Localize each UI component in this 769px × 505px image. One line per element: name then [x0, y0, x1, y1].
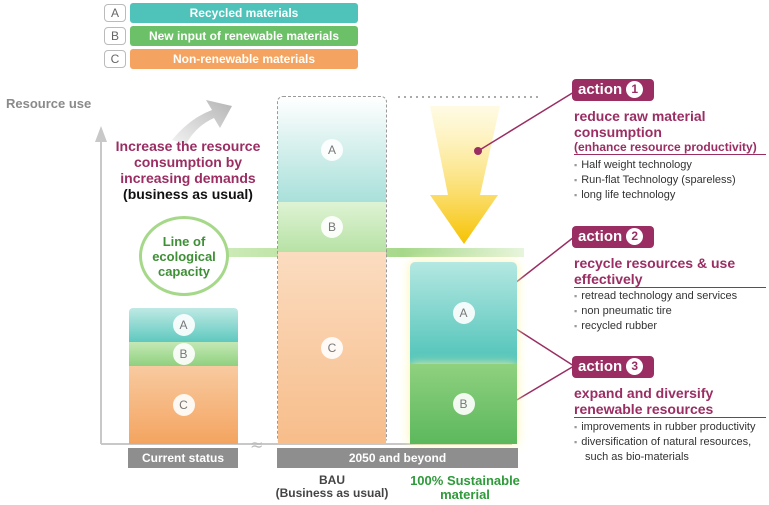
action-2-title: recycle resources & use effectively	[574, 255, 766, 288]
bar-current-badge-b: B	[172, 343, 195, 365]
bar-current-badge-a: A	[172, 314, 195, 336]
action-3-title: expand and diversify renewable resources	[574, 385, 766, 418]
action-2-word: action	[578, 228, 623, 245]
label-current-status: Current status	[128, 448, 238, 468]
action-3-bullet-2: diversification of natural resources,	[574, 435, 755, 450]
legend-renewable: New input of renewable materials	[130, 26, 358, 46]
action-2-title-line-2: effectively	[574, 271, 643, 287]
label-sustainable-line-2: material	[440, 487, 490, 502]
action-1-number: 1	[626, 81, 644, 98]
reduction-arrow-icon	[430, 106, 500, 244]
increase-line-4: (business as usual)	[123, 186, 253, 202]
bar-bau-segment-c: C	[278, 252, 386, 444]
action-2-bullets: retread technology and services non pneu…	[574, 289, 737, 334]
axis-label: Resource use	[6, 96, 92, 111]
bar-bau-segment-a: A	[278, 97, 386, 202]
label-bau-title: BAU	[319, 473, 345, 487]
label-sustainable: 100% Sustainable material	[400, 474, 530, 502]
legend-recycled: Recycled materials	[130, 3, 358, 23]
action-2-title-line-1: recycle resources & use	[574, 255, 736, 271]
action-3-title-line-1: expand and diversify	[574, 385, 714, 401]
increase-text: Increase the resource consumption by inc…	[108, 138, 268, 202]
bar-sustainable-segment-a: A	[410, 262, 517, 364]
bar-current-segment-c: C	[129, 366, 238, 444]
legend-nonrenewable: Non-renewable materials	[130, 49, 358, 69]
action-1-word: action	[578, 81, 623, 98]
label-bau-sub: (Business as usual)	[275, 486, 389, 500]
action-1-bullet-1: Half weight technology	[574, 158, 736, 173]
action-3-title-line-2: renewable resources	[574, 401, 714, 417]
bar-sustainable-segment-b: B	[410, 364, 517, 444]
svg-text:≈: ≈	[250, 435, 263, 454]
action-3-bullet-1: improvements in rubber productivity	[574, 420, 755, 435]
label-bau: BAU (Business as usual)	[272, 474, 392, 500]
bar-bau-badge-b: B	[321, 216, 343, 238]
action-1-title: reduce raw material consumption	[574, 108, 706, 140]
action-3-bullets: improvements in rubber productivity dive…	[574, 420, 755, 465]
action-2-bullet-2: non pneumatic tire	[574, 304, 737, 319]
legend-badge-b: B	[104, 27, 126, 45]
bar-current-badge-c: C	[172, 394, 195, 416]
action-1-title-line-2: consumption	[574, 124, 662, 140]
increase-line-1: Increase the resource	[115, 138, 261, 154]
increase-line-2: consumption by	[133, 154, 243, 170]
bar-bau-segment-b: B	[278, 202, 386, 252]
legend-badge-c: C	[104, 50, 126, 68]
legend-badge-a: A	[104, 4, 126, 22]
label-sustainable-line-1: 100% Sustainable	[410, 473, 520, 488]
action-3-number: 3	[626, 358, 644, 375]
increase-line-3: increasing demands	[120, 170, 256, 186]
action-3-word: action	[578, 358, 623, 375]
bar-bau-badge-c: C	[321, 337, 343, 359]
label-2050-beyond: 2050 and beyond	[277, 448, 518, 468]
bar-current-segment-a: A	[129, 308, 238, 342]
bar-bau-badge-a: A	[321, 138, 343, 161]
action-1-bullet-3: long life technology	[574, 188, 736, 203]
action-1-title-line-1: reduce raw material	[574, 108, 706, 124]
action-3-bullet-3: such as bio-materials	[585, 451, 689, 463]
action-2-bullet-3: recycled rubber	[574, 319, 737, 334]
increase-arrow-icon	[172, 100, 232, 144]
action-1-bullet-2: Run-flat Technology (spareless)	[574, 173, 735, 188]
action-1-subtitle: (enhance resource productivity)	[574, 140, 766, 155]
bar-sustainable-badge-a: A	[452, 302, 475, 324]
action-1-bullets: Half weight technology Run-flat Technolo…	[574, 158, 736, 203]
action-2-number: 2	[626, 228, 644, 245]
capacity-label: Line of ecological capacity	[139, 216, 229, 296]
bar-sustainable-badge-b: B	[452, 393, 475, 415]
bar-current-segment-b: B	[129, 342, 238, 366]
action-2-bullet-1: retread technology and services	[574, 289, 737, 304]
